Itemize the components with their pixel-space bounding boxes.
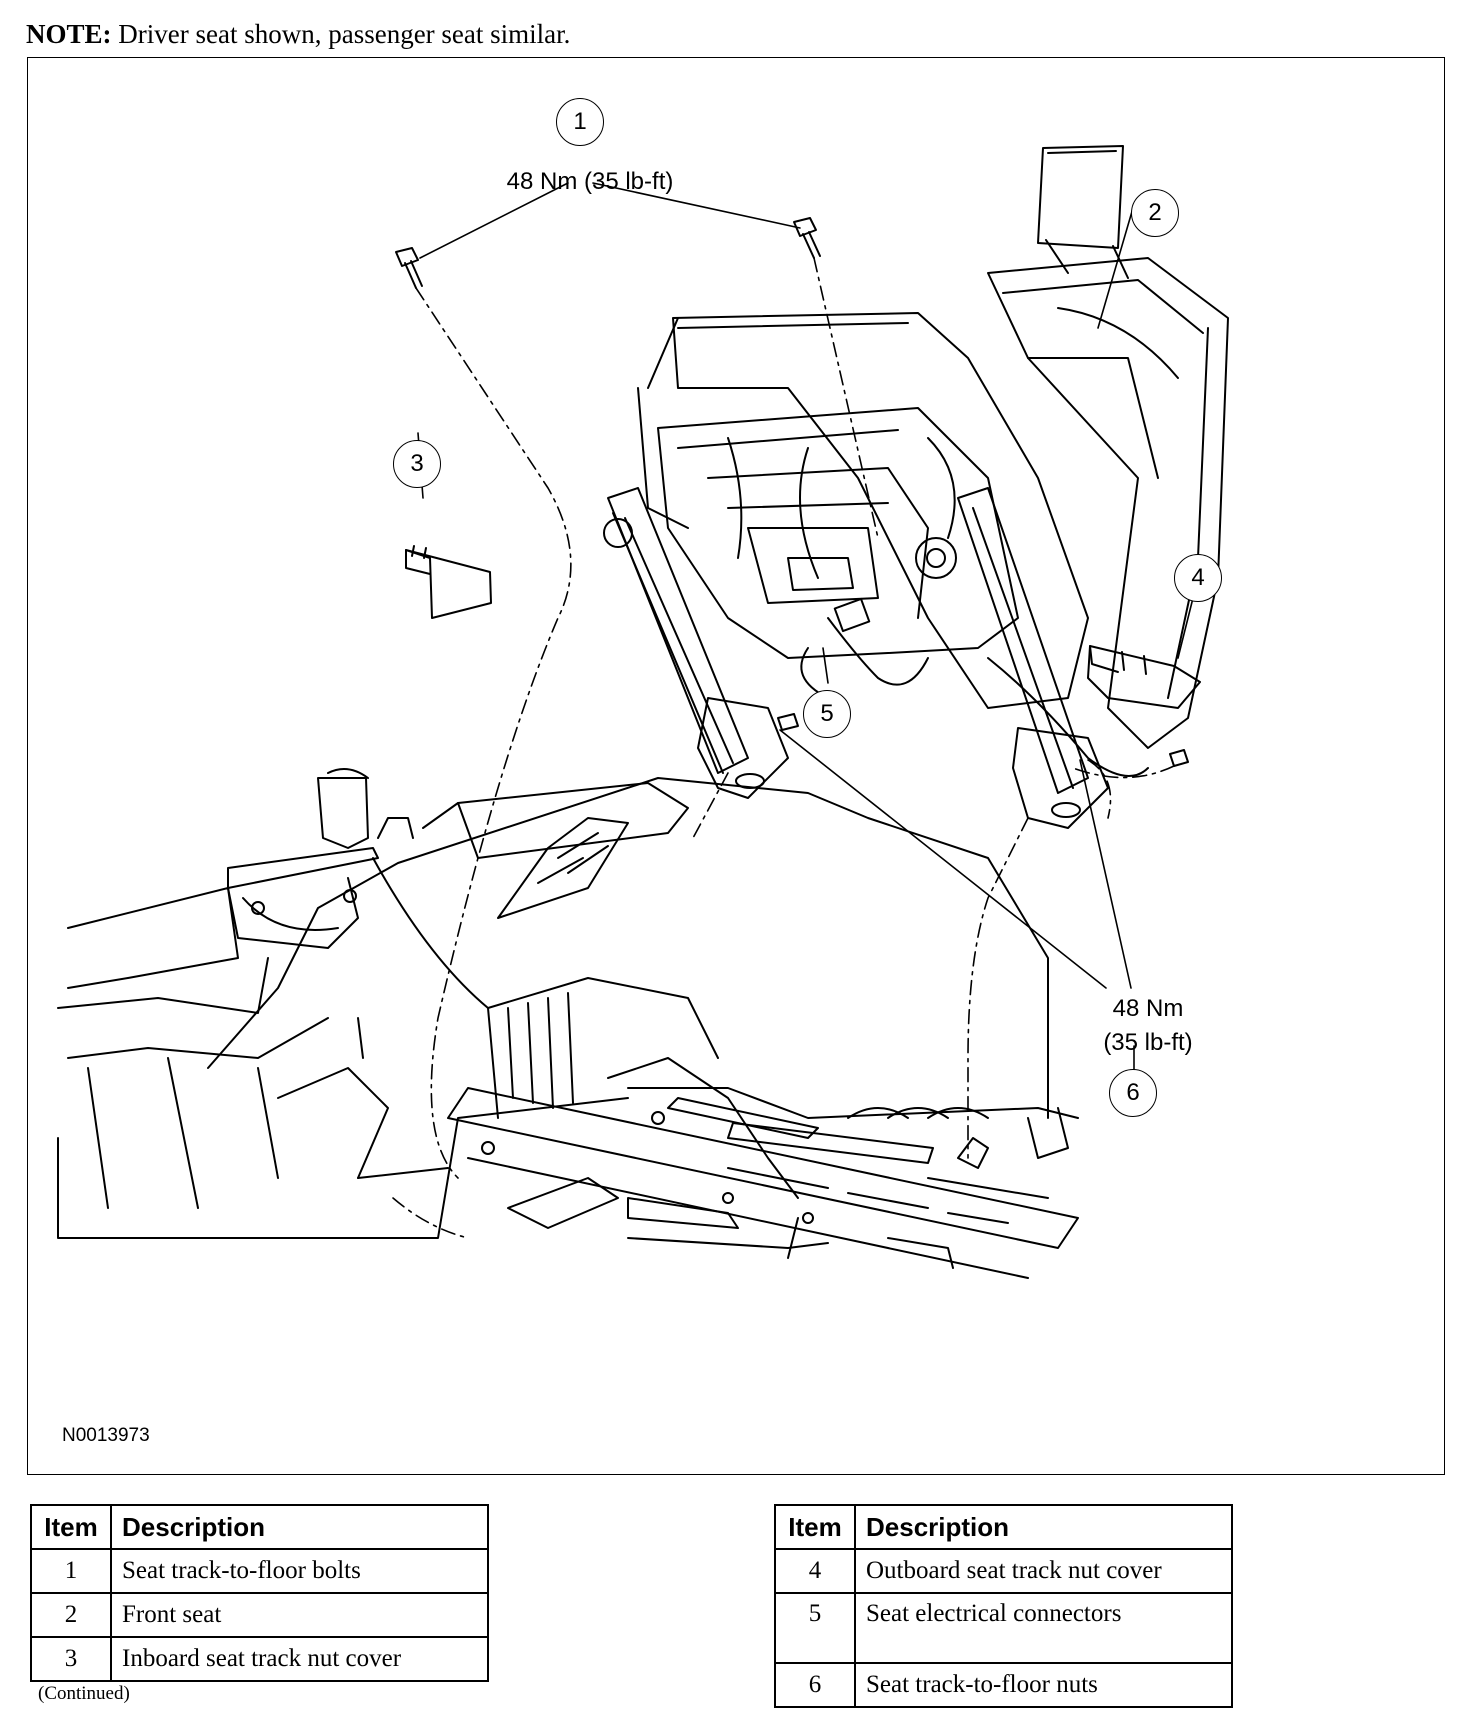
legend-header-item: Item (30, 1504, 112, 1550)
torque-label-right: 48 Nm (35 lb-ft) (1078, 992, 1218, 1060)
callout-1: 1 (556, 98, 604, 146)
callout-4: 4 (1174, 554, 1222, 602)
continued-note: (Continued) (38, 1683, 130, 1704)
table-row: 3 Inboard seat track nut cover (30, 1636, 489, 1682)
floor-pan (57, 887, 1079, 1279)
outboard-nut-cover (1087, 645, 1201, 709)
legend-item-number: 3 (30, 1636, 112, 1682)
legend-item-number: 4 (774, 1548, 856, 1594)
seat-removal-illustration (57, 145, 1229, 1279)
legend-table-right: Item Description 4 Outboard seat track n… (774, 1504, 1233, 1708)
torque-label-right-nm: 48 Nm (1112, 995, 1184, 1022)
callout-5: 5 (803, 690, 851, 738)
leader-lines (417, 182, 1199, 1074)
legend-item-description: Seat track-to-floor nuts (854, 1662, 1233, 1708)
legend-item-number: 1 (30, 1548, 112, 1594)
seat-track-bolts (395, 217, 1189, 767)
table-row: 6 Seat track-to-floor nuts (774, 1662, 1233, 1708)
callout-6: 6 (1109, 1069, 1157, 1117)
torque-label-right-lbft: (35 lb-ft) (1103, 1029, 1193, 1056)
legend-item-description: Inboard seat track nut cover (110, 1636, 489, 1682)
legend-header-item: Item (774, 1504, 856, 1550)
table-row: 2 Front seat (30, 1592, 489, 1638)
callout-2: 2 (1131, 189, 1179, 237)
inboard-nut-cover (405, 545, 492, 619)
callout-3: 3 (393, 440, 441, 488)
legend-header-description: Description (854, 1504, 1233, 1550)
legend-item-number: 5 (774, 1592, 856, 1664)
torque-label-top: 48 Nm (35 lb-ft) (506, 168, 674, 195)
legend-header-description: Description (110, 1504, 489, 1550)
legend-header-row: Item Description (774, 1504, 1233, 1550)
table-row: 4 Outboard seat track nut cover (774, 1548, 1233, 1594)
legend-item-number: 2 (30, 1592, 112, 1638)
table-row: 5 Seat electrical connectors (774, 1592, 1233, 1664)
legend-item-description: Seat track-to-floor bolts (110, 1548, 489, 1594)
legend-item-description: Front seat (110, 1592, 489, 1638)
legend-table-left: Item Description 1 Seat track-to-floor b… (30, 1504, 489, 1682)
legend-item-number: 6 (774, 1662, 856, 1708)
legend-header-row: Item Description (30, 1504, 489, 1550)
note-text: Driver seat shown, passenger seat simila… (111, 19, 571, 49)
note: NOTE: Driver seat shown, passenger seat … (26, 18, 570, 50)
alignment-dashes (392, 257, 1175, 1239)
front-seat (603, 145, 1229, 829)
table-row: 1 Seat track-to-floor bolts (30, 1548, 489, 1594)
note-label: NOTE: (26, 19, 112, 49)
center-console (207, 768, 1049, 1119)
exploded-diagram: 48 Nm (35 lb-ft) 48 Nm (35 lb-ft) 1 2 3 … (27, 57, 1445, 1475)
diagram-id: N0013973 (62, 1425, 150, 1446)
legend-item-description: Outboard seat track nut cover (854, 1548, 1233, 1594)
legend-item-description: Seat electrical connectors (854, 1592, 1233, 1664)
